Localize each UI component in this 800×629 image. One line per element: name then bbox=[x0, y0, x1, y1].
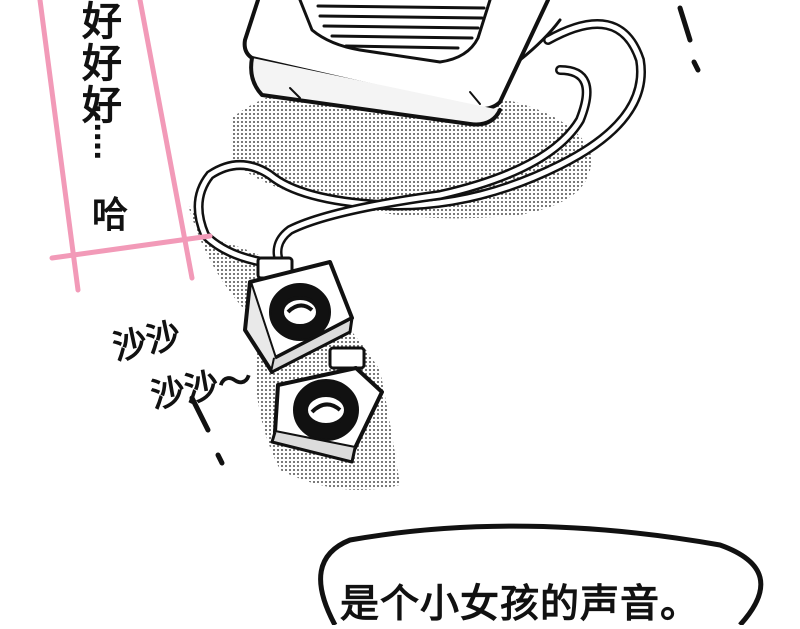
caption-ha-text: 哈 bbox=[92, 195, 129, 236]
earbud-bottom bbox=[270, 346, 384, 464]
radio-device bbox=[242, 0, 562, 127]
speech-bubble-text: 是个小女孩的声音。 bbox=[340, 582, 701, 627]
earbud-top bbox=[243, 256, 354, 374]
caption-vertical-text: 好好好 bbox=[75, 0, 121, 126]
caption-ellipsis: …… bbox=[88, 104, 121, 160]
speech-bubble bbox=[318, 523, 764, 625]
ink-marks bbox=[189, 5, 701, 466]
caption-box-border bbox=[37, 0, 213, 293]
headphone-cable bbox=[193, 19, 646, 273]
